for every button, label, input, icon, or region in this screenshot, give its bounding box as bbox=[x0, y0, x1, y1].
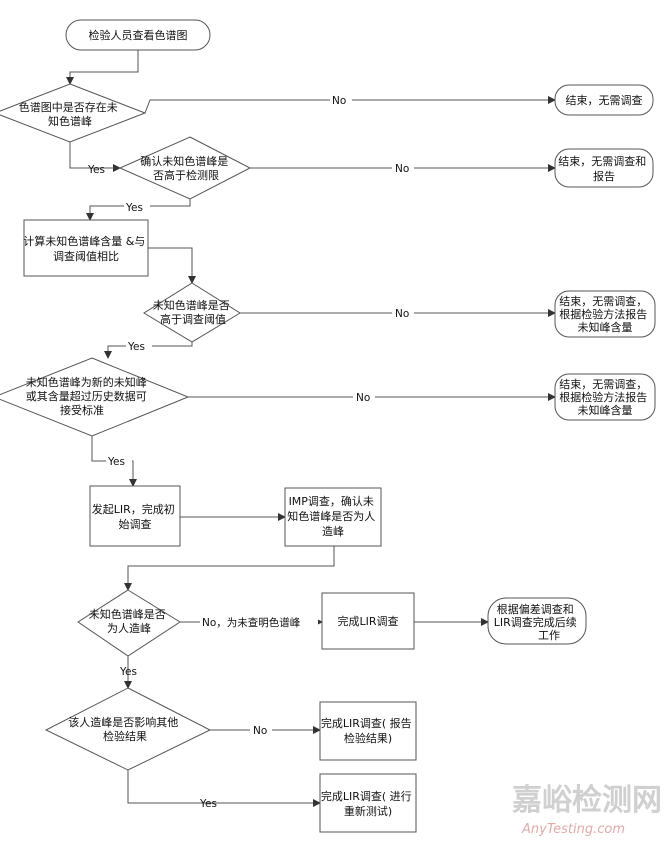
nodes: 检验人员查看色谱图 色谱图中是否存在未 知色谱峰 结束，无需调查 确认未知色谱峰… bbox=[0, 19, 656, 833]
svg-text:完成LIR调查( 报告 检验结果): 完成LIR调查( 报告 检验结果) bbox=[321, 716, 415, 745]
edge-d6-p6 bbox=[127, 770, 321, 807]
node-end3-line-1: 结束，无需调查， bbox=[559, 294, 647, 308]
svg-text:结束，无需调查， 根据检验方法报告: 结束，无需调查， 根据检验方法报告 未知峰含量 bbox=[559, 294, 651, 334]
node-end4-line-3: 未知峰含量 bbox=[578, 403, 633, 417]
node-process-imp-investigation: IMP调查，确认未 知色谱峰是否为人 造峰 bbox=[284, 487, 382, 547]
node-p3-line-3: 造峰 bbox=[322, 524, 344, 538]
node-process-lir-retest: 完成LIR调查( 进行 重新测试) bbox=[319, 773, 417, 833]
edge-d1-end1 bbox=[144, 96, 556, 114]
edge-label-yes-2: Yes bbox=[125, 202, 143, 214]
node-d1-line-2: 知色谱峰 bbox=[48, 114, 92, 128]
svg-text:未知色谱峰是否 为人造峰: 未知色谱峰是否 为人造峰 bbox=[89, 607, 170, 635]
node-end-report-content-1: 结束，无需调查， 根据检验方法报告 未知峰含量 bbox=[554, 290, 656, 338]
svg-text:计算未知色谱峰含量 &与 调查阈值相比: 计算未知色谱峰含量 &与 调查阈值相比 bbox=[23, 234, 149, 263]
node-end4-line-1: 结束，无需调查， bbox=[559, 377, 647, 391]
edge-label-yes-6: Yes bbox=[199, 798, 217, 810]
edge-d1-d2 bbox=[69, 142, 121, 172]
node-start: 检验人员查看色谱图 bbox=[65, 19, 211, 51]
svg-text:根据偏差调查和 LIR调查完成后续: 根据偏差调查和 LIR调查完成后续 工作 bbox=[494, 602, 581, 642]
edge-labels: No Yes No Yes No Yes No Yes No，为未查明色谱峰 Y… bbox=[87, 93, 414, 810]
edge-label-yes-3: Yes bbox=[127, 341, 145, 353]
node-d6-line-2: 检验结果 bbox=[103, 729, 147, 743]
node-p3-line-1: IMP调查，确认未 bbox=[289, 494, 374, 508]
node-end-no-investigation: 结束，无需调查 bbox=[554, 84, 654, 116]
node-start-line-1: 检验人员查看色谱图 bbox=[89, 28, 188, 42]
node-process-complete-lir: 完成LIR调查 bbox=[321, 592, 415, 650]
node-d4-line-2: 或其含量超过历史数据可 bbox=[26, 389, 147, 403]
svg-text:结束，无需调查: 结束，无需调查 bbox=[566, 93, 643, 107]
edge-label-no-3: No bbox=[395, 308, 409, 320]
edge-label-yes-1: Yes bbox=[87, 164, 105, 176]
node-d5-line-2: 为人造峰 bbox=[107, 621, 151, 635]
edge-label-no-1: No bbox=[332, 95, 346, 107]
edge-label-no-2: No bbox=[395, 163, 409, 175]
node-end3-line-2: 根据检验方法报告 bbox=[559, 307, 647, 321]
node-decision-new-peak-or-exceeds: 未知色谱峰为新的未知峰 或其含量超过历史数据可 接受标准 bbox=[0, 357, 190, 437]
node-end4-line-2: 根据检验方法报告 bbox=[559, 390, 647, 404]
node-decision-above-threshold: 未知色谱峰是否 高于调查阈值 bbox=[143, 282, 241, 343]
svg-text:该人造峰是否影响其他 检验结果: 该人造峰是否影响其他 检验结果 bbox=[68, 715, 182, 743]
node-p1-line-1: 计算未知色谱峰含量 &与 bbox=[23, 234, 145, 248]
node-decision-above-detection-limit: 确认未知色谱峰是 否高于检测限 bbox=[118, 136, 252, 200]
node-p5-line-2: 检验结果) bbox=[344, 731, 392, 745]
node-d4-line-3: 接受标准 bbox=[60, 403, 104, 417]
node-d4-line-1: 未知色谱峰为新的未知峰 bbox=[26, 375, 147, 389]
node-d2-line-2: 否高于检测限 bbox=[153, 168, 219, 182]
node-end-no-investigation-report: 结束，无需调查和 报告 bbox=[554, 148, 654, 188]
edge-p1-d3 bbox=[148, 247, 196, 284]
node-p4-line-1: 完成LIR调查 bbox=[337, 614, 398, 628]
node-process-initiate-lir: 发起LIR，完成初 始调查 bbox=[89, 485, 181, 547]
node-d1-line-1: 色谱图中是否存在未 bbox=[19, 100, 118, 114]
node-decision-affects-other-results: 该人造峰是否影响其他 检验结果 bbox=[44, 687, 212, 771]
node-process-lir-report: 完成LIR调查( 报告 检验结果) bbox=[319, 701, 417, 761]
svg-text:发起LIR，完成初 始调查: 发起LIR，完成初 始调查 bbox=[92, 502, 179, 531]
svg-text:确认未知色谱峰是 否高于检测限: 确认未知色谱峰是 否高于检测限 bbox=[140, 154, 232, 182]
node-p6-line-1: 完成LIR调查( 进行 bbox=[321, 789, 412, 803]
watermark: 嘉峪检测网 AnyTesting.com bbox=[512, 783, 662, 837]
svg-text:结束，无需调查和 报告: 结束，无需调查和 报告 bbox=[558, 154, 650, 183]
edge-label-no-4: No bbox=[356, 392, 370, 404]
svg-text:IMP调查，确认未 知色谱峰是否为人: IMP调查，确认未 知色谱峰是否为人 造峰 bbox=[287, 494, 379, 538]
edge-label-yes-5: Yes bbox=[119, 666, 137, 678]
node-end5-line-1: 根据偏差调查和 bbox=[497, 602, 574, 616]
node-end2-line-1: 结束，无需调查和 bbox=[558, 154, 646, 168]
watermark-title: 嘉峪检测网 bbox=[512, 783, 662, 818]
node-d5-line-1: 未知色谱峰是否 bbox=[89, 607, 166, 621]
node-d3-line-1: 未知色谱峰是否 bbox=[153, 298, 230, 312]
node-p1-line-2: 调查阈值相比 bbox=[53, 249, 119, 263]
node-d2-line-1: 确认未知色谱峰是 bbox=[140, 154, 228, 168]
node-process-calculate-content: 计算未知色谱峰含量 &与 调查阈值相比 bbox=[23, 219, 149, 277]
node-d6-line-1: 该人造峰是否影响其他 bbox=[68, 715, 178, 729]
edge-label-no-5: No bbox=[253, 725, 267, 737]
svg-text:未知色谱峰是否 高于调查阈值: 未知色谱峰是否 高于调查阈值 bbox=[153, 298, 234, 326]
node-end3-line-3: 未知峰含量 bbox=[578, 320, 633, 334]
watermark-url: AnyTesting.com bbox=[521, 822, 625, 837]
node-p2-line-2: 始调查 bbox=[119, 517, 152, 531]
node-p3-line-2: 知色谱峰是否为人 bbox=[287, 509, 375, 523]
svg-text:检验人员查看色谱图: 检验人员查看色谱图 bbox=[89, 28, 188, 42]
node-end5-line-3: 工作 bbox=[538, 629, 560, 642]
node-p2-line-1: 发起LIR，完成初 bbox=[92, 502, 175, 516]
svg-text:完成LIR调查: 完成LIR调查 bbox=[337, 614, 398, 628]
node-d3-line-2: 高于调查阈值 bbox=[160, 312, 226, 326]
svg-text:色谱图中是否存在未 知色谱峰: 色谱图中是否存在未 知色谱峰 bbox=[19, 100, 122, 128]
node-end5-line-2: LIR调查完成后续 bbox=[494, 615, 577, 629]
node-decision-artificial-peak: 未知色谱峰是否 为人造峰 bbox=[77, 589, 181, 657]
node-end-follow-up: 根据偏差调查和 LIR调查完成后续 工作 bbox=[487, 597, 587, 645]
svg-text:完成LIR调查( 进行 重新测试): 完成LIR调查( 进行 重新测试) bbox=[321, 789, 415, 818]
edge-label-no-unknown: No，为未查明色谱峰 bbox=[202, 616, 301, 629]
node-p5-line-1: 完成LIR调查( 报告 bbox=[321, 716, 412, 730]
edge-start-d1 bbox=[66, 50, 139, 85]
edge-p3-d5 bbox=[124, 546, 335, 591]
svg-text:未知色谱峰为新的未知峰 或其含量超过历史数据: 未知色谱峰为新的未知峰 或其含量超过历史数据可 接受标准 bbox=[26, 375, 151, 417]
node-end1-line-1: 结束，无需调查 bbox=[566, 93, 643, 107]
edge-label-yes-4: Yes bbox=[107, 456, 125, 468]
node-end2-line-2: 报告 bbox=[593, 169, 615, 183]
node-end-report-content-2: 结束，无需调查， 根据检验方法报告 未知峰含量 bbox=[554, 373, 656, 421]
svg-text:结束，无需调查， 根据检验方法报告: 结束，无需调查， 根据检验方法报告 未知峰含量 bbox=[559, 377, 651, 417]
node-p6-line-2: 重新测试) bbox=[344, 804, 392, 818]
node-decision-unknown-peak-exists: 色谱图中是否存在未 知色谱峰 bbox=[0, 83, 147, 143]
